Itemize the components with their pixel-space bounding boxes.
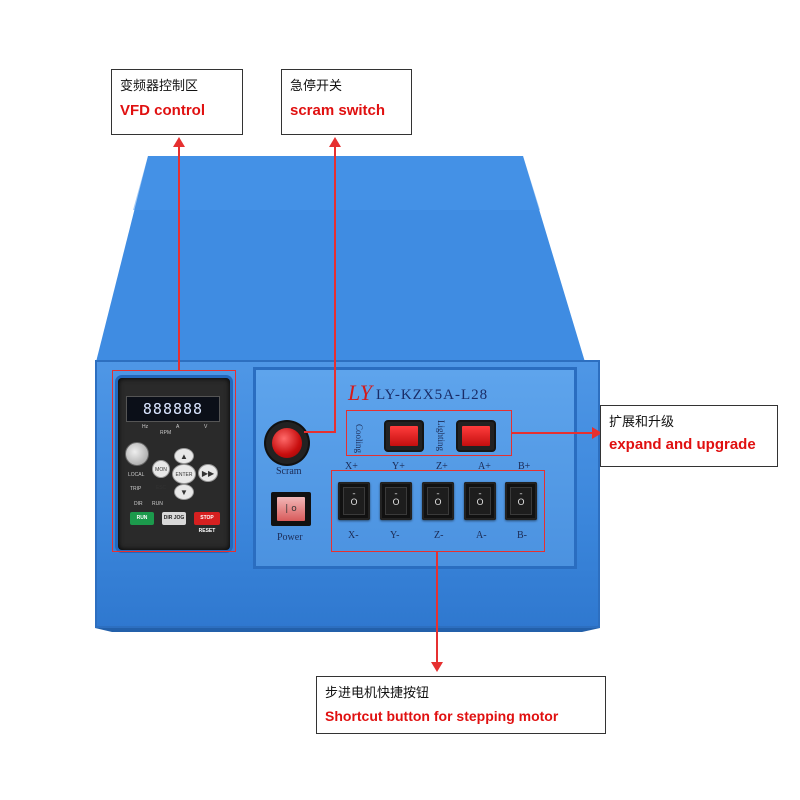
- scram-switch[interactable]: [266, 422, 308, 464]
- callout-scram: 急停开关 scram switch: [281, 69, 412, 135]
- axis-y-minus-label: Y-: [390, 530, 400, 541]
- vfd-up-button[interactable]: ▲: [174, 448, 194, 464]
- callout-stepper: 步进电机快捷按钮 Shortcut button for stepping mo…: [316, 676, 606, 734]
- callout-expand-en: expand and upgrade: [609, 436, 756, 453]
- callout-vfd-en: VFD control: [120, 102, 205, 119]
- scram-pointer-arrow: [329, 137, 341, 147]
- axis-a-button[interactable]: -O: [464, 482, 496, 520]
- axis-x-plus-label: X+: [345, 461, 358, 472]
- axis-b-plus-label: B+: [518, 461, 531, 472]
- vfd-run-key-label: RUN: [136, 515, 148, 521]
- vfd-local-led: LOCAL: [128, 472, 145, 478]
- expand-highlight-frame: [346, 410, 512, 456]
- callout-scram-zh: 急停开关: [290, 79, 343, 94]
- callout-stepper-en: Shortcut button for stepping motor: [325, 708, 559, 724]
- axis-a-minus-label: A-: [476, 530, 487, 541]
- vfd-stop-reset-key[interactable]: STOP RESET: [194, 512, 220, 534]
- vfd-potentiometer-knob[interactable]: [125, 442, 149, 466]
- power-switch[interactable]: | o: [271, 492, 311, 526]
- scram-pointer-line-b: [304, 431, 336, 433]
- cooling-switch-face: [390, 426, 418, 446]
- cooling-switch[interactable]: [386, 422, 422, 450]
- callout-expand: 扩展和升级 expand and upgrade: [600, 405, 778, 467]
- vfd-pointer-arrow: [173, 137, 185, 147]
- vfd-shift-button[interactable]: ▶▶: [198, 464, 218, 482]
- power-switch-face: | o: [277, 497, 305, 521]
- callout-scram-en: scram switch: [290, 102, 386, 119]
- scram-pointer-line-a: [334, 146, 336, 432]
- axis-x-minus-label: X-: [348, 530, 359, 541]
- vfd-run-led: RUN: [152, 501, 163, 507]
- vfd-run-key[interactable]: RUN: [130, 512, 154, 525]
- cooling-label: Cooling: [354, 424, 364, 454]
- vfd-indicator-v: V: [204, 424, 208, 430]
- stepper-pointer-arrow: [431, 662, 443, 672]
- vfd-display: 888888: [126, 396, 220, 422]
- vfd-dir-jog-key[interactable]: DIR JOG: [162, 512, 186, 525]
- vfd-mon-esc-button[interactable]: MON ESC: [152, 460, 170, 491]
- scram-switch-cap: [272, 428, 302, 458]
- logo-mark: LY: [348, 380, 372, 406]
- stepper-pointer-line: [436, 552, 438, 662]
- scram-label: Scram: [276, 466, 302, 477]
- vfd-enter-button[interactable]: ENTER: [172, 464, 196, 484]
- stepper-highlight-frame: [331, 470, 545, 552]
- vfd-pointer-line: [178, 146, 180, 370]
- vfd-rpm: RPM: [160, 430, 172, 436]
- vfd-trip-led: TRIP: [130, 486, 142, 492]
- vfd-down-button[interactable]: ▼: [174, 484, 194, 500]
- lighting-switch-face: [462, 426, 490, 446]
- axis-z-button-face: -O: [427, 487, 449, 515]
- callout-stepper-zh: 步进电机快捷按钮: [325, 686, 430, 701]
- case-bottom: [95, 628, 600, 632]
- vfd-dir-jog-label: DIR JOG: [163, 515, 185, 521]
- vfd-mon-esc-label: MON ESC: [155, 467, 167, 491]
- vfd-indicator-hz: Hz: [142, 424, 149, 430]
- axis-y-button-face: -O: [385, 487, 407, 515]
- vfd-dir-led: DIR: [134, 501, 143, 507]
- lighting-label: Lighting: [436, 420, 446, 451]
- axis-b-minus-label: B-: [517, 530, 527, 541]
- axis-x-button[interactable]: -O: [338, 482, 370, 520]
- axis-z-minus-label: Z-: [434, 530, 444, 541]
- callout-expand-zh: 扩展和升级: [609, 415, 675, 430]
- axis-a-plus-label: A+: [478, 461, 491, 472]
- expand-pointer-arrow: [592, 427, 602, 439]
- axis-x-button-face: -O: [343, 487, 365, 515]
- lighting-switch[interactable]: [458, 422, 494, 450]
- axis-y-button[interactable]: -O: [380, 482, 412, 520]
- axis-y-plus-label: Y+: [392, 461, 405, 472]
- power-label: Power: [277, 532, 303, 543]
- vfd-indicator-a: A: [176, 424, 180, 430]
- axis-a-button-face: -O: [469, 487, 491, 515]
- switch-panel: [256, 370, 574, 566]
- callout-vfd-zh: 变频器控制区: [120, 79, 199, 94]
- expand-pointer-line: [512, 432, 594, 434]
- vfd-highlight-frame: [112, 370, 236, 552]
- vfd-enter-label: ENTER: [175, 472, 193, 478]
- case-top-highlight: [133, 156, 540, 210]
- callout-vfd: 变频器控制区 VFD control: [111, 69, 243, 135]
- axis-b-button[interactable]: -O: [505, 482, 537, 520]
- model-label: LY-KZX5A-L28: [376, 387, 489, 403]
- axis-z-button[interactable]: -O: [422, 482, 454, 520]
- vfd-stop-reset-label: STOP RESET: [198, 515, 216, 534]
- axis-z-plus-label: Z+: [436, 461, 448, 472]
- axis-b-button-face: -O: [510, 487, 532, 515]
- logo-text: LY: [348, 380, 373, 405]
